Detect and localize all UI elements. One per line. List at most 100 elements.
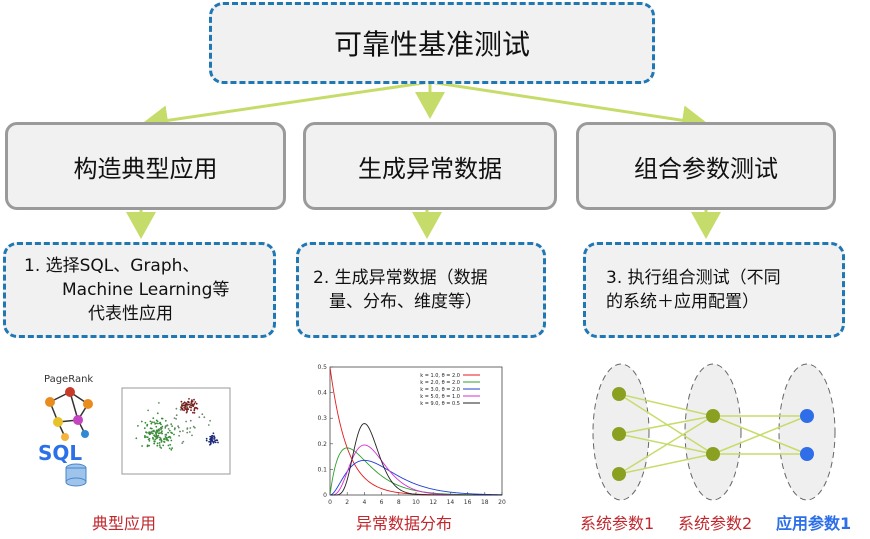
- cluster-point: [148, 444, 150, 447]
- cluster-point: [168, 429, 171, 432]
- cluster-point: [210, 437, 213, 440]
- desc-3-line-2: 的系统＋应用配置）: [606, 292, 759, 312]
- cluster-point: [210, 435, 213, 437]
- cluster-plot-frame: [121, 387, 231, 475]
- cluster-point: [217, 441, 219, 444]
- graph-icon: [45, 387, 93, 441]
- cluster-point: [164, 427, 167, 429]
- cluster-point: [186, 405, 188, 407]
- caption-app-param-1: 应用参数1: [776, 514, 852, 533]
- cluster-point: [156, 436, 159, 438]
- cluster-point: [159, 438, 161, 441]
- cluster-point: [185, 420, 188, 423]
- cluster-point: [173, 428, 176, 431]
- cluster-point: [147, 409, 149, 412]
- cluster-point: [167, 431, 170, 434]
- series-line: [330, 423, 502, 496]
- cluster-point: [189, 427, 192, 429]
- cluster-point: [193, 402, 196, 405]
- cluster-point: [169, 437, 172, 439]
- cluster-point: [167, 444, 170, 447]
- cluster-point: [149, 420, 152, 423]
- legend-label: k = 2.0, θ = 2.0: [420, 380, 460, 386]
- cluster-point: [158, 429, 161, 432]
- cluster-point: [150, 430, 153, 433]
- typical-app-illustration: PageRank SQL: [38, 374, 231, 487]
- cluster-point: [160, 428, 162, 431]
- x-tick-label: 14: [447, 499, 455, 506]
- cluster-point: [185, 411, 188, 414]
- chart-legend: k = 1.0, θ = 2.0k = 2.0, θ = 2.0k = 3.0,…: [420, 373, 480, 407]
- cluster-point: [152, 417, 155, 420]
- arrow-to-col1: [141, 80, 431, 136]
- title-box: 可靠性基准测试: [209, 2, 655, 84]
- desc-3-line-1: 3. 执行组合测试（不同: [606, 268, 781, 288]
- cluster-point: [194, 407, 196, 409]
- cluster-point: [171, 425, 174, 427]
- heading-1: 构造典型应用: [73, 154, 218, 183]
- caption-distribution: 异常数据分布: [356, 514, 453, 533]
- heading-box-2: 生成异常数据: [303, 122, 557, 210]
- cluster-point: [151, 421, 153, 424]
- x-tick-label: 6: [380, 499, 384, 506]
- cluster-point: [156, 412, 159, 415]
- sys2-node: [706, 447, 720, 461]
- cluster-point: [185, 402, 188, 405]
- cluster-point: [160, 439, 163, 441]
- cluster-point: [175, 414, 178, 417]
- legend-label: k = 3.0, θ = 2.0: [420, 387, 460, 393]
- cluster-point: [173, 417, 176, 419]
- cluster-point: [209, 438, 211, 441]
- x-tick-label: 16: [464, 499, 472, 506]
- cluster-point: [186, 410, 189, 412]
- cluster-point: [164, 419, 167, 422]
- x-tick-label: 20: [498, 499, 506, 506]
- cluster-point: [165, 436, 168, 439]
- cluster-point: [192, 425, 195, 428]
- cluster-point: [184, 404, 186, 406]
- y-tick-label: 0: [323, 492, 327, 499]
- cluster-point: [186, 403, 189, 405]
- x-tick-label: 0: [328, 499, 332, 506]
- cluster-point: [186, 428, 189, 430]
- cluster-point: [183, 409, 186, 412]
- x-tick-label: 2: [345, 499, 349, 506]
- cluster-point: [201, 413, 204, 416]
- cluster-point: [146, 424, 148, 427]
- cluster-point: [214, 439, 217, 442]
- x-tick-label: 12: [429, 499, 437, 506]
- x-tick-label: 10: [412, 499, 420, 506]
- cluster-point: [190, 404, 193, 407]
- cluster-point: [210, 439, 213, 442]
- cluster-point: [187, 401, 190, 404]
- cluster-point: [170, 431, 173, 434]
- cluster-point: [155, 434, 158, 437]
- caption-sys-param-2: 系统参数2: [678, 514, 753, 533]
- cluster-point: [207, 424, 210, 426]
- app-node: [800, 409, 814, 423]
- cluster-point: [175, 407, 178, 410]
- cluster-point: [181, 442, 184, 444]
- cluster-point: [144, 435, 146, 437]
- cluster-point: [190, 409, 192, 412]
- y-tick-label: 0.1: [317, 466, 327, 473]
- y-tick-label: 0.5: [317, 364, 327, 371]
- desc-box-3: 3. 执行组合测试（不同 的系统＋应用配置）: [583, 242, 845, 338]
- cluster-point: [144, 436, 146, 439]
- heading-2: 生成异常数据: [358, 154, 502, 183]
- cluster-point: [170, 448, 173, 451]
- cluster-point: [135, 437, 138, 440]
- sys2-node: [706, 409, 720, 423]
- cluster-point: [181, 403, 183, 405]
- cluster-point: [161, 425, 164, 428]
- cluster-point: [173, 433, 175, 436]
- cluster-point: [191, 404, 194, 407]
- desc-1-line-2: Machine Learning等: [62, 280, 230, 300]
- cluster-point: [148, 440, 151, 442]
- desc-2-line-1: 2. 生成异常数据（数据: [313, 268, 488, 288]
- cluster-point: [158, 428, 161, 430]
- heading-3: 组合参数测试: [634, 154, 778, 183]
- cluster-point: [166, 438, 169, 441]
- arrow-to-col3: [429, 80, 709, 136]
- cluster-point: [177, 426, 180, 429]
